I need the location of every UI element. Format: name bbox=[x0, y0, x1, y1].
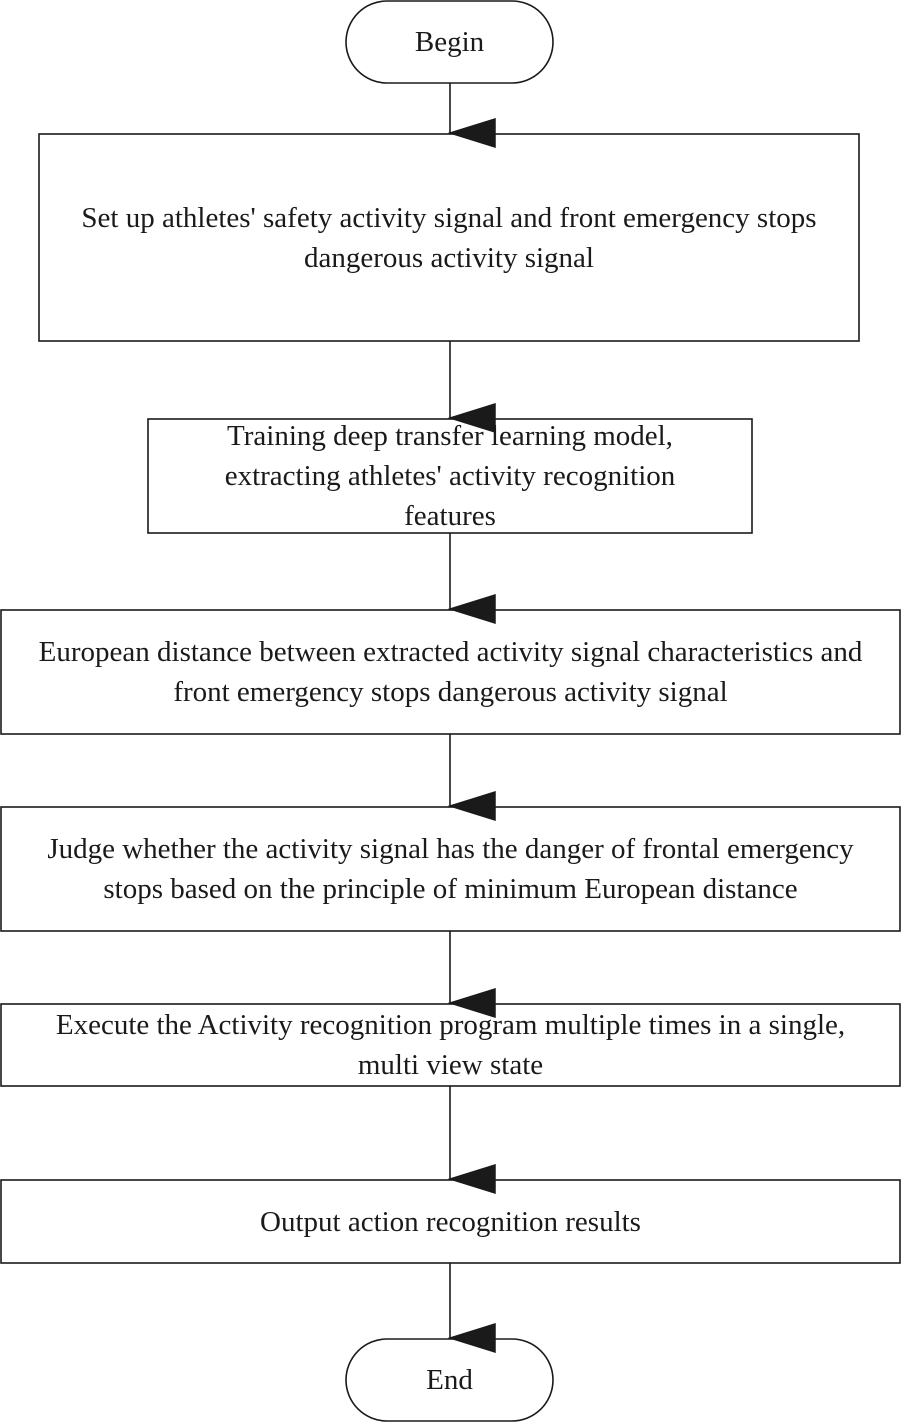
begin-label: Begin bbox=[414, 26, 485, 58]
step-4-outline bbox=[0, 806, 901, 932]
end-label: End bbox=[426, 1364, 473, 1396]
step-3-label: European distance between extracted acti… bbox=[38, 636, 863, 708]
step-3-outline bbox=[0, 609, 901, 735]
step-2-label: Training deep transfer learning model, e… bbox=[224, 420, 676, 532]
step-6-label: Output action recognition results bbox=[260, 1205, 641, 1238]
step-5-label: Execute the Activity recognition program… bbox=[55, 1009, 846, 1081]
step-1-outline bbox=[38, 133, 860, 342]
step-1-label: Set up athletes' safety activity signal … bbox=[81, 201, 817, 274]
step-4-label: Judge whether the activity signal has th… bbox=[47, 833, 854, 905]
